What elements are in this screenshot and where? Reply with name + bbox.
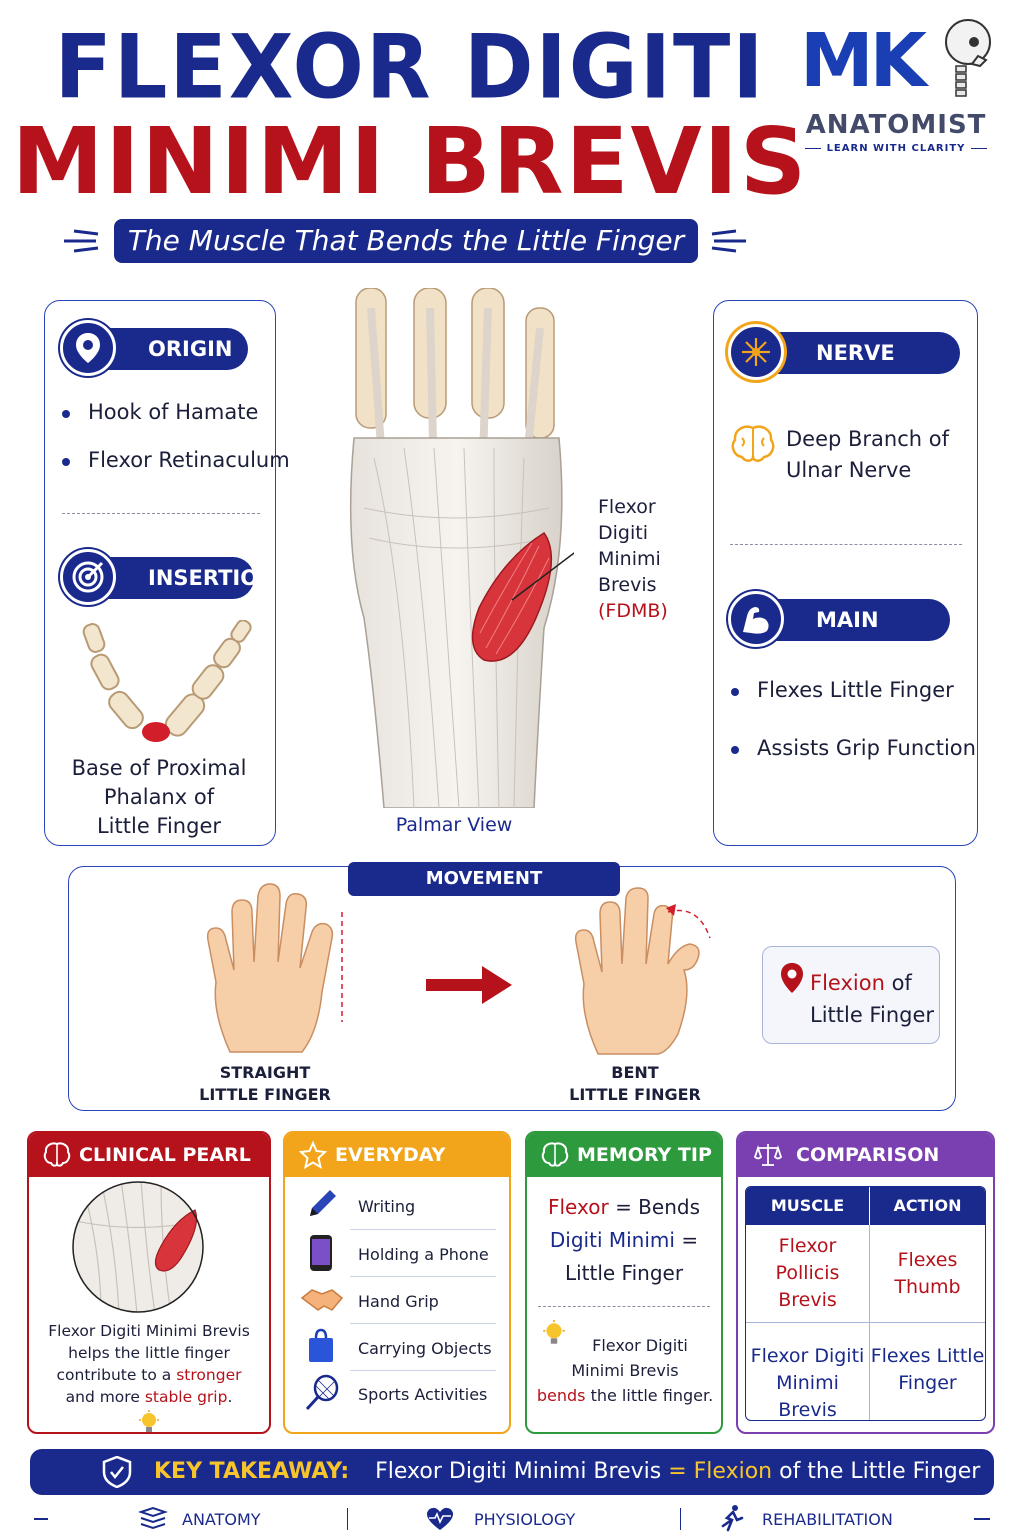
footer-rehabilitation: REHABILITATION <box>762 1510 893 1529</box>
decor-lines-left <box>64 229 99 253</box>
brain-icon <box>541 1142 569 1167</box>
row-divider <box>350 1229 496 1230</box>
footer-separator <box>680 1508 681 1530</box>
books-icon <box>138 1506 168 1530</box>
action-bullet <box>731 746 739 754</box>
footer-rule-left <box>34 1518 48 1520</box>
action-bullet <box>731 688 739 696</box>
flexion-result-box <box>762 946 940 1044</box>
everyday-item: Sports Activities <box>358 1385 488 1404</box>
row-divider <box>350 1323 496 1324</box>
origin-item: Flexor Retinaculum <box>88 448 290 472</box>
origin-bullet <box>62 410 70 418</box>
bag-icon <box>309 1328 333 1362</box>
location-pin-icon <box>60 320 116 376</box>
everyday-item: Holding a Phone <box>358 1245 489 1264</box>
takeaway-label: KEY TAKEAWAY: <box>154 1459 350 1484</box>
row-divider <box>350 1370 496 1371</box>
brain-icon <box>731 425 775 462</box>
row-divider <box>350 1276 496 1277</box>
memory-mnemonic: Flexor = Bends Digiti Minimi = Little Fi… <box>548 1195 700 1285</box>
shield-check-icon <box>102 1456 132 1488</box>
target-icon <box>60 549 116 605</box>
footer-separator <box>347 1508 348 1530</box>
fdmb-label: Flexor Digiti Minimi Brevis (FDMB) <box>598 496 668 622</box>
illustration-caption: Palmar View <box>395 814 513 836</box>
origin-bullet <box>62 458 70 466</box>
memory-tip-text: Flexor Digiti Minimi Brevis bends the li… <box>536 1336 714 1405</box>
footer-rule-right <box>974 1518 990 1520</box>
straight-hand-icon <box>206 883 343 1053</box>
everyday-item: Carrying Objects <box>358 1339 492 1358</box>
logo-name: ANATOMIST <box>805 110 987 140</box>
nerve-action-panel <box>713 300 978 846</box>
col-header-action: ACTION <box>893 1196 962 1215</box>
bent-label: BENT LITTLE FINGER <box>569 1063 701 1104</box>
clinical-text: Flexor Digiti Minimi Brevis helps the li… <box>48 1322 250 1406</box>
logo-mark: MK <box>800 18 927 104</box>
subtitle-banner: The Muscle That Bends the Little Finger <box>114 219 698 263</box>
origin-item: Hook of Hamate <box>88 400 259 424</box>
divider <box>730 544 962 545</box>
finger-bones-illustration <box>82 620 252 742</box>
col-header-muscle: MUSCLE <box>746 1187 870 1225</box>
lightbulb-icon <box>543 1320 565 1344</box>
divider <box>538 1306 710 1307</box>
title-line-1: FLEXOR DIGITI <box>54 15 766 119</box>
location-pin-icon <box>781 963 803 993</box>
runner-icon <box>721 1505 744 1532</box>
heartbeat-icon <box>426 1507 454 1530</box>
takeaway-text: Flexor Digiti Minimi Brevis <box>375 1459 662 1484</box>
flexed-arm-icon <box>728 591 784 647</box>
lightbulb-icon <box>139 1410 159 1432</box>
nerve-text: Deep Branch of Ulnar Nerve <box>786 427 950 482</box>
brain-icon <box>43 1142 71 1167</box>
decor-lines-right <box>711 229 746 253</box>
key-takeaway-banner: KEY TAKEAWAY: Flexor Digiti Minimi Brevi… <box>30 1449 994 1495</box>
action-item: Flexes Little Finger <box>757 678 954 702</box>
skull-icon <box>945 19 991 97</box>
footer-anatomy: ANATOMY <box>182 1510 261 1529</box>
hand-anatomy-illustration <box>349 288 574 808</box>
movement-title: MOVEMENT DEMONSTRATION <box>348 862 620 923</box>
logo-tagline: LEARN WITH CLARITY <box>800 143 992 154</box>
handshake-icon <box>300 1289 344 1311</box>
scales-icon <box>754 1144 782 1166</box>
action-item: Assists Grip Function <box>757 736 976 760</box>
footer-physiology: PHYSIOLOGY <box>474 1510 576 1529</box>
title-line-2: MINIMI BREVIS <box>11 108 809 215</box>
racket-icon <box>305 1374 339 1411</box>
memory-heading: MEMORY TIP <box>577 1144 712 1166</box>
arrow-right-icon <box>426 966 512 1004</box>
insertion-text: Base of Proximal Phalanx of Little Finge… <box>71 756 247 838</box>
everyday-heading: EVERYDAY FUNCTION <box>335 1144 446 1210</box>
clinical-heading: CLINICAL PEARL <box>79 1144 251 1166</box>
pen-icon <box>310 1190 336 1216</box>
everyday-function-card: EVERYDAY FUNCTION <box>283 1131 511 1434</box>
memory-tip-card: MEMORY TIP <box>525 1131 723 1434</box>
everyday-item: Writing <box>358 1197 416 1216</box>
everyday-item: Hand Grip <box>358 1292 439 1311</box>
star-icon <box>299 1141 327 1169</box>
bent-hand-icon <box>574 887 711 1055</box>
flexion-result-text: Flexion of Little Finger <box>810 971 935 1027</box>
divider <box>62 513 260 514</box>
straight-label: STRAIGHT LITTLE FINGER <box>199 1063 331 1104</box>
phone-icon <box>310 1235 332 1271</box>
muscle-closeup-illustration <box>72 1181 204 1313</box>
nerve-icon <box>728 324 784 380</box>
